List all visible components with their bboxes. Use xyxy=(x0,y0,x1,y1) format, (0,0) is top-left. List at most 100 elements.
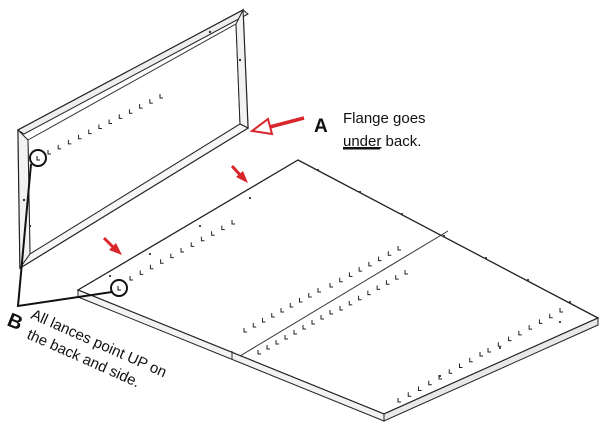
lance-mark xyxy=(428,380,432,386)
lance-mark xyxy=(170,253,174,259)
panel-seam-1 xyxy=(239,230,449,357)
lance-mark xyxy=(404,270,408,275)
lance-mark xyxy=(149,99,153,104)
lance-mark xyxy=(459,363,463,368)
lance-mark xyxy=(395,275,399,280)
lance-mark xyxy=(252,323,257,328)
lance-mark xyxy=(221,225,225,231)
lance-mark xyxy=(159,94,163,99)
callout-a-line1: Flange goes xyxy=(343,110,426,127)
panel-hole xyxy=(498,346,502,350)
lance-mark xyxy=(385,280,390,285)
lance-mark xyxy=(418,386,422,391)
lance-mark xyxy=(559,308,563,313)
lance-mark xyxy=(129,276,133,281)
panel-hole xyxy=(442,234,446,238)
arrow-1-head-icon xyxy=(236,171,248,183)
lance-mark xyxy=(139,104,143,109)
lance-mark xyxy=(339,277,343,283)
lance-mark xyxy=(378,256,382,262)
callout-b-letter: B xyxy=(4,309,26,335)
arrow-a-shaft xyxy=(265,116,305,130)
lance-mark xyxy=(284,335,288,340)
lance-mark xyxy=(311,320,315,325)
bottom-lance-rows xyxy=(129,220,563,403)
lance-mark xyxy=(479,352,483,357)
lance-mark xyxy=(289,303,294,308)
back-panel-top-rim xyxy=(17,9,249,135)
lance-mark xyxy=(231,220,235,225)
lance-mark xyxy=(57,144,62,150)
lance-mark xyxy=(367,290,371,296)
panel-hole xyxy=(484,256,488,260)
lance-mark xyxy=(280,308,284,313)
arrow-down-right-2 xyxy=(102,236,122,255)
panel-hole xyxy=(316,168,320,172)
arrow-down-right-1 xyxy=(230,164,248,183)
lance-mark xyxy=(299,298,303,303)
lance-mark xyxy=(108,119,113,124)
lance-mark xyxy=(139,270,144,275)
lance-mark xyxy=(266,345,270,350)
frame-hole xyxy=(22,198,26,202)
lance-mark xyxy=(320,315,324,320)
lance-mark xyxy=(118,114,123,119)
lance-mark xyxy=(190,242,195,247)
lance-mark xyxy=(308,293,312,298)
lance-mark xyxy=(243,328,247,333)
lance-mark xyxy=(200,236,205,242)
callout-a-line2: under back. xyxy=(343,133,421,150)
callout-b-leader xyxy=(16,163,113,308)
panel-hole xyxy=(358,190,362,194)
lance-mark xyxy=(271,313,275,318)
lance-mark xyxy=(88,129,92,135)
frame-hole xyxy=(28,224,32,228)
lance-mark xyxy=(180,248,184,253)
lance-mark xyxy=(358,295,362,301)
lance-mark xyxy=(528,325,533,330)
callout-a-letter: A xyxy=(314,116,328,137)
lance-mark xyxy=(339,306,343,311)
arrow-2-head-icon xyxy=(109,243,122,255)
lance-mark xyxy=(397,246,401,251)
lance-mark xyxy=(275,340,279,345)
lance-mark xyxy=(469,357,473,363)
lance-mark xyxy=(160,259,164,264)
lance-mark xyxy=(497,342,502,347)
rear-edge-holes xyxy=(108,168,572,378)
frame-hole xyxy=(238,58,242,62)
lance-mark xyxy=(317,288,321,293)
lance-highlight-circle-back xyxy=(29,149,47,167)
arrow-a-head-icon xyxy=(249,117,274,136)
back-panel xyxy=(17,8,250,270)
lance-mark xyxy=(448,369,453,374)
lance-mark xyxy=(67,139,72,145)
lance-mark xyxy=(368,261,372,267)
lance-mark xyxy=(348,300,353,306)
lance-mark xyxy=(128,109,133,114)
panel-hole xyxy=(400,212,404,216)
lance-mark xyxy=(262,318,266,323)
lance-mark xyxy=(538,319,543,324)
panel-hole xyxy=(248,196,252,200)
lance-mark xyxy=(376,285,381,290)
lance-mark xyxy=(149,264,154,270)
back-lance-row xyxy=(47,94,163,155)
panel-hole xyxy=(148,252,152,256)
lance-mark xyxy=(549,313,553,319)
back-panel-bottom-flange xyxy=(19,123,250,269)
arrow-a xyxy=(249,116,305,136)
bottom-panel-right-edge xyxy=(383,317,599,422)
panel-hole xyxy=(558,320,562,324)
panel-hole xyxy=(526,278,530,282)
lance-mark xyxy=(211,231,215,236)
lance-mark xyxy=(329,310,333,315)
lance-highlight-circle-floor xyxy=(110,279,128,297)
lance-mark xyxy=(438,375,442,380)
panel-hole xyxy=(198,224,202,228)
lance-mark xyxy=(508,336,512,342)
lance-mark xyxy=(47,150,51,155)
lance-mark xyxy=(487,348,491,353)
